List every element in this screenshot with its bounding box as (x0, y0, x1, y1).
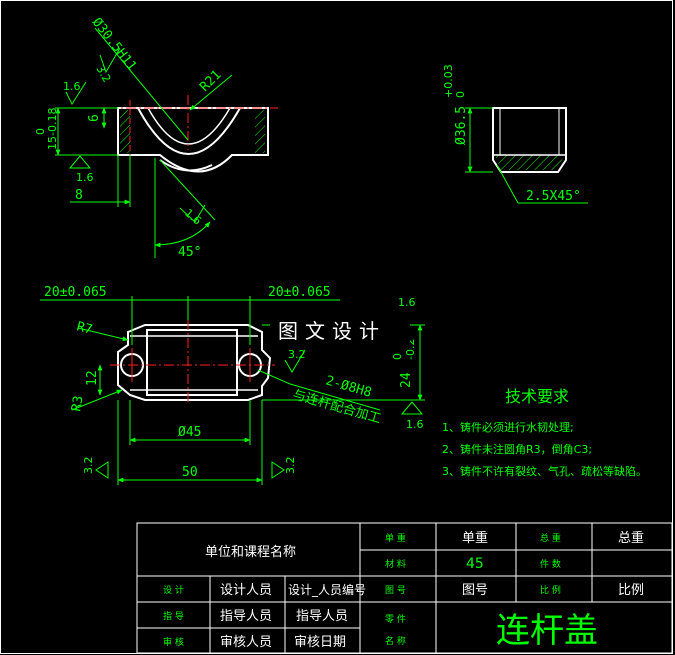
hole-note-leader (257, 369, 291, 385)
hole-note-underline (289, 383, 381, 411)
tech-requirements: 技术要求 1、铸件必须进行水韧处理; 2、铸件未注圆角R3，倒角C3; 3、铸件… (442, 387, 647, 478)
tb-total-weight-label: 总 重 (540, 532, 561, 544)
tb-reviewer: 审核人员 (220, 635, 272, 650)
height-dim-zero: 0 (34, 128, 47, 135)
tb-unit-weight-label: 单 重 (385, 532, 406, 544)
roughness-bore-text: 3.2 (93, 63, 113, 85)
roughness-top-text: 1.6 (63, 80, 81, 93)
side-dia-tol-lower: 0 (454, 91, 467, 98)
tb-count-label: 件 数 (540, 558, 561, 570)
angle-leg-2 (159, 159, 216, 221)
front-view: 20±0.065 20±0.065 R7 R3 12 Ø45 50 24 0 -… (40, 285, 425, 485)
angle-arc (154, 221, 211, 248)
roughness-bottom-symbol (68, 155, 92, 169)
watermark-bg (270, 313, 410, 345)
side-view: Ø36.5 +0.03 0 2.5X45° (442, 64, 588, 204)
tech-req-item-1: 1、铸件必须进行水韧处理; (442, 420, 574, 434)
roughness-angle-symbol (179, 204, 206, 223)
radius-dim-text: R21 (197, 68, 224, 95)
chamfer-dim-text: 2.5X45° (526, 189, 581, 204)
top-view-hatch-left (120, 110, 130, 153)
roughness-right-text: 1.6 (406, 418, 424, 431)
tb-drawing-no-value: 图号 (462, 583, 488, 598)
tb-part-label-1: 零 件 (385, 613, 406, 625)
depth-dim-text: 6 (87, 114, 102, 122)
tb-drawing-no-label: 图 号 (385, 585, 406, 596)
bore-dim-leader (94, 27, 189, 141)
tb-part-label-2: 名 称 (385, 635, 406, 647)
roughness-front-top-text: 1.6 (398, 296, 416, 309)
angle-dim-text: 45° (178, 245, 201, 260)
front-height-tol-upper: 0 (391, 353, 404, 360)
title-block (136, 522, 673, 654)
r7-text: R7 (75, 319, 94, 338)
tb-design-label: 设 计 (163, 584, 184, 596)
tb-scale-label: 比 例 (540, 584, 561, 596)
front-left-height-text: 12 (85, 370, 100, 386)
tb-guide-2: 指导人员 (296, 609, 348, 624)
tb-part-name: 连杆盖 (496, 611, 598, 651)
side-view-hatch (495, 155, 564, 170)
front-height-dim-text: 24 (399, 372, 414, 388)
roughness-right-symbol (400, 401, 424, 415)
center-width-text: Ø45 (178, 425, 201, 440)
roughness-right-bottom-symbol (271, 461, 285, 479)
width-dim-text: 8 (75, 188, 83, 203)
tb-guide-label: 指 导 (163, 610, 184, 622)
roughness-left-bottom-symbol (95, 461, 109, 479)
r3-text: R3 (69, 395, 86, 413)
roughness-angle-text: 1.6 (182, 206, 204, 227)
title-block-text: 单位和课程名称 单 重 单重 总 重 总重 材 料 45 件 数 图 号 图号 … (163, 530, 644, 651)
tb-review-date: 审核日期 (294, 635, 346, 650)
side-view-outline (492, 107, 567, 173)
top-view: Ø30.5H11 R21 3.2 0 15-0.18 6 1.6 1.6 8 4… (34, 15, 278, 260)
front-view-outline (117, 324, 272, 401)
roughness-right-bottom-text: 3.2 (284, 457, 297, 475)
top-view-outline (117, 107, 269, 173)
tb-review-label: 审 核 (163, 636, 184, 648)
roughness-hole-symbol (284, 349, 306, 373)
side-dia-tol-upper: +0.03 (442, 64, 455, 98)
tb-designer-id: 设计_人员编号 (288, 582, 366, 597)
title-block-frame (136, 522, 673, 654)
tech-req-item-2: 2、铸件未注圆角R3，倒角C3; (442, 442, 592, 456)
front-right-dim-text: 20±0.065 (268, 285, 331, 300)
roughness-left-bottom-text: 3.2 (82, 457, 95, 475)
roughness-hole-text: 3.2 (288, 348, 306, 361)
hole-note-text: 2-Ø8H8 (324, 373, 373, 400)
bore-dim-text: Ø30.5H11 (89, 15, 139, 74)
roughness-top-symbol (65, 81, 87, 106)
front-view-center-body (146, 329, 238, 396)
watermark-text: 图文设计 (278, 319, 386, 343)
tb-material-label: 材 料 (385, 558, 406, 570)
tech-req-item-3: 3、铸件不许有裂纹、气孔、疏松等缺陷。 (442, 464, 647, 478)
tech-req-title: 技术要求 (505, 387, 569, 406)
height-dim-main: 15-0.18 (46, 108, 59, 150)
tb-guide-1: 指导人员 (220, 609, 272, 624)
r7-leader (77, 327, 129, 342)
total-width-text: 50 (182, 465, 198, 480)
tb-unit-weight-value: 单重 (462, 530, 488, 546)
radius-dim-leader (189, 74, 233, 111)
roughness-bore-symbol (99, 47, 121, 74)
top-view-lower-arc (159, 159, 213, 172)
tb-org: 单位和课程名称 (205, 544, 296, 560)
tb-scale-value: 比例 (618, 583, 644, 598)
roughness-bottom-text: 1.6 (76, 171, 94, 184)
tb-material-value: 45 (466, 556, 484, 572)
front-left-dim-text: 20±0.065 (44, 285, 107, 300)
top-view-hatch-right (255, 110, 265, 153)
top-view-bore (137, 107, 241, 155)
r3-leader (71, 389, 123, 411)
tb-designer: 设计人员 (220, 583, 272, 598)
side-dia-dim-text: Ø36.5 (454, 106, 469, 145)
tb-total-weight-value: 总重 (618, 530, 644, 546)
chamfer-leader (496, 164, 519, 204)
